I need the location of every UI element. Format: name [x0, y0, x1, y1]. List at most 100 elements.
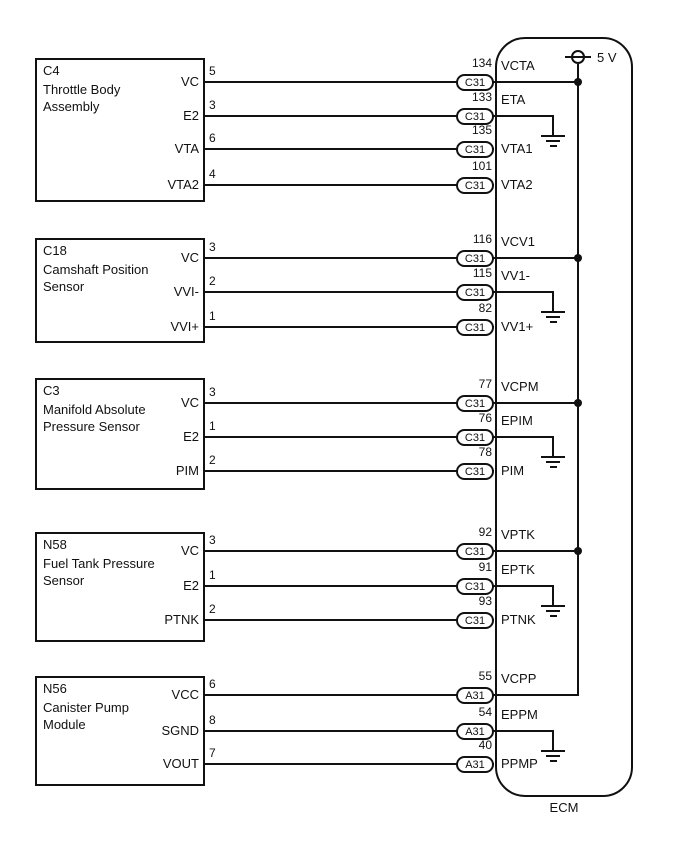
- connector-label: A31: [465, 689, 485, 702]
- ecm-pin-number: 134: [471, 56, 492, 70]
- connector-oval: C31: [456, 429, 494, 446]
- port-label: PIM: [175, 463, 199, 478]
- connector-label: C31: [464, 179, 486, 192]
- connector-oval: A31: [456, 756, 494, 773]
- connector-oval: C31: [456, 250, 494, 267]
- signal-label: VPTK: [501, 527, 535, 542]
- connector-label: C31: [464, 465, 486, 478]
- sensor-box: [35, 378, 205, 490]
- sensor-name: Throttle Body Assembly: [43, 82, 121, 114]
- supply-5v-icon: [571, 50, 585, 64]
- signal-label: EPIM: [501, 413, 533, 428]
- signal-label: EPTK: [501, 562, 535, 577]
- sensor-id: N56: [43, 681, 67, 696]
- connector-label: C31: [464, 110, 486, 123]
- connector-label: C31: [464, 321, 486, 334]
- port-label: VCC: [171, 687, 199, 702]
- connector-oval: C31: [456, 177, 494, 194]
- ground-icon: [541, 437, 565, 469]
- ecm-pin-number: 40: [478, 738, 492, 752]
- ground-icon: [541, 586, 565, 618]
- connector-oval: C31: [456, 319, 494, 336]
- ecm-pin-number: 93: [478, 594, 492, 608]
- ecm-pin-number: 91: [478, 560, 492, 574]
- connector-label: C31: [464, 614, 486, 627]
- connector-label: C31: [464, 286, 486, 299]
- junction-dot: [574, 399, 582, 407]
- port-label: VVI+: [170, 319, 199, 334]
- sensor-id: C3: [43, 383, 60, 398]
- wire: [205, 550, 579, 552]
- ground-icon: [541, 292, 565, 324]
- signal-label: VCPP: [501, 671, 537, 686]
- connector-oval: C31: [456, 463, 494, 480]
- pin-number: 1: [209, 419, 216, 433]
- pin-number: 2: [209, 453, 216, 467]
- connector-label: C31: [464, 252, 486, 265]
- sensor-id: C4: [43, 63, 60, 78]
- sensor-id: C18: [43, 243, 67, 258]
- port-label: VOUT: [162, 756, 199, 771]
- sensor-name: Manifold Absolute Pressure Sensor: [43, 402, 146, 434]
- port-label: VTA2: [167, 177, 199, 192]
- sensor-box: [35, 58, 205, 202]
- sensor-name: Fuel Tank Pressure Sensor: [43, 556, 155, 588]
- connector-label: A31: [465, 725, 485, 738]
- connector-label: C31: [464, 580, 486, 593]
- connector-oval: C31: [456, 612, 494, 629]
- connector-oval: C31: [456, 543, 494, 560]
- signal-label: VTA2: [501, 177, 533, 192]
- port-label: VVI-: [173, 284, 199, 299]
- pin-number: 7: [209, 746, 216, 760]
- ecm-pin-number: 115: [472, 266, 492, 280]
- signal-label: VV1+: [501, 319, 534, 334]
- pin-number: 2: [209, 602, 216, 616]
- ecm-body: [495, 37, 633, 797]
- supply-bus: [577, 64, 579, 696]
- sensor-name: Camshaft Position Sensor: [43, 262, 149, 294]
- sensor-name: Canister Pump Module: [43, 700, 129, 732]
- connector-oval: C31: [456, 395, 494, 412]
- pin-number: 4: [209, 167, 216, 181]
- wire: [205, 694, 579, 696]
- connector-label: C31: [464, 431, 486, 444]
- sensor-box: [35, 676, 205, 786]
- connector-oval: C31: [456, 108, 494, 125]
- junction-dot: [574, 547, 582, 555]
- port-label: E2: [183, 108, 199, 123]
- ecm-pin-number: 135: [471, 123, 492, 137]
- port-label: VC: [180, 543, 199, 558]
- port-label: VC: [180, 395, 199, 410]
- ecm-pin-number: 77: [478, 377, 492, 391]
- connector-label: C31: [464, 76, 486, 89]
- pin-number: 6: [209, 131, 216, 145]
- supply-label: 5 V: [597, 50, 617, 65]
- connector-label: A31: [465, 758, 485, 771]
- connector-label: C31: [464, 397, 486, 410]
- port-label: SGND: [161, 723, 199, 738]
- wire: [205, 585, 554, 587]
- signal-label: VCTA: [501, 58, 535, 73]
- ecm-pin-number: 82: [478, 301, 492, 315]
- wire: [205, 326, 494, 328]
- signal-label: VCPM: [501, 379, 539, 394]
- pin-number: 1: [209, 309, 216, 323]
- wire: [205, 148, 494, 150]
- connector-oval: C31: [456, 141, 494, 158]
- ecm-pin-number: 54: [478, 705, 492, 719]
- ecm-pin-number: 133: [471, 90, 492, 104]
- pin-number: 2: [209, 274, 216, 288]
- wire: [205, 470, 494, 472]
- connector-oval: A31: [456, 723, 494, 740]
- port-label: E2: [183, 429, 199, 444]
- port-label: VTA: [174, 141, 199, 156]
- signal-label: EPPM: [501, 707, 538, 722]
- connector-oval: A31: [456, 687, 494, 704]
- junction-dot: [574, 78, 582, 86]
- ecm-pin-number: 92: [478, 525, 492, 539]
- wire: [205, 619, 494, 621]
- junction-dot: [574, 254, 582, 262]
- connector-oval: C31: [456, 284, 494, 301]
- sensor-box: [35, 532, 205, 642]
